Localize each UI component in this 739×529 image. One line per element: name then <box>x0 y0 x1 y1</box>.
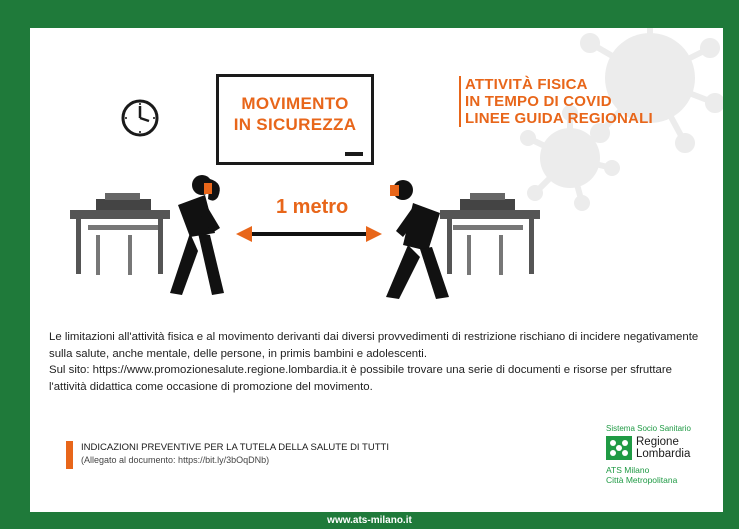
logo-system-label: Sistema Socio Sanitario <box>606 424 691 433</box>
left-desk <box>70 193 170 275</box>
whiteboard: MOVIMENTO IN SICUREZZA <box>216 74 374 165</box>
logo-region-name: Regione Lombardia <box>636 436 691 460</box>
clock-icon <box>121 99 159 137</box>
distance-label: 1 metro <box>276 196 349 218</box>
logo-ats: ATS Milano Città Metropolitana <box>606 465 678 485</box>
body-text: Le limitazioni all'attività fisica e al … <box>49 329 709 395</box>
double-arrow-icon <box>236 226 382 242</box>
virus-icon <box>520 28 723 211</box>
preventive-note: INDICAZIONI PREVENTIVE PER LA TUTELA DEL… <box>66 441 389 469</box>
right-desk <box>440 193 540 275</box>
headline: ATTIVITÀ FISICA IN TEMPO DI COVID LINEE … <box>459 76 653 127</box>
regione-lombardia-logo: Sistema Socio Sanitario Regione Lombardi… <box>606 424 706 485</box>
note-title: INDICAZIONI PREVENTIVE PER LA TUTELA DEL… <box>81 442 389 453</box>
footer-url[interactable]: www.ats-milano.it <box>327 515 412 526</box>
left-student-figure <box>170 175 224 295</box>
board-title: MOVIMENTO IN SICUREZZA <box>233 94 357 134</box>
body-paragraph-2: Sul sito: https://www.promozionesalute.r… <box>49 364 672 393</box>
classroom-scene <box>70 175 540 299</box>
board-marker <box>345 152 363 156</box>
note-link[interactable]: (Allegato al documento: https://bit.ly/3… <box>81 455 270 465</box>
body-paragraph-1: Le limitazioni all'attività fisica e al … <box>49 331 699 360</box>
right-student-figure <box>386 180 449 299</box>
lombardia-rose-icon <box>606 436 632 460</box>
poster: MOVIMENTO IN SICUREZZA ATTIVITÀ FISICA I… <box>30 28 723 512</box>
